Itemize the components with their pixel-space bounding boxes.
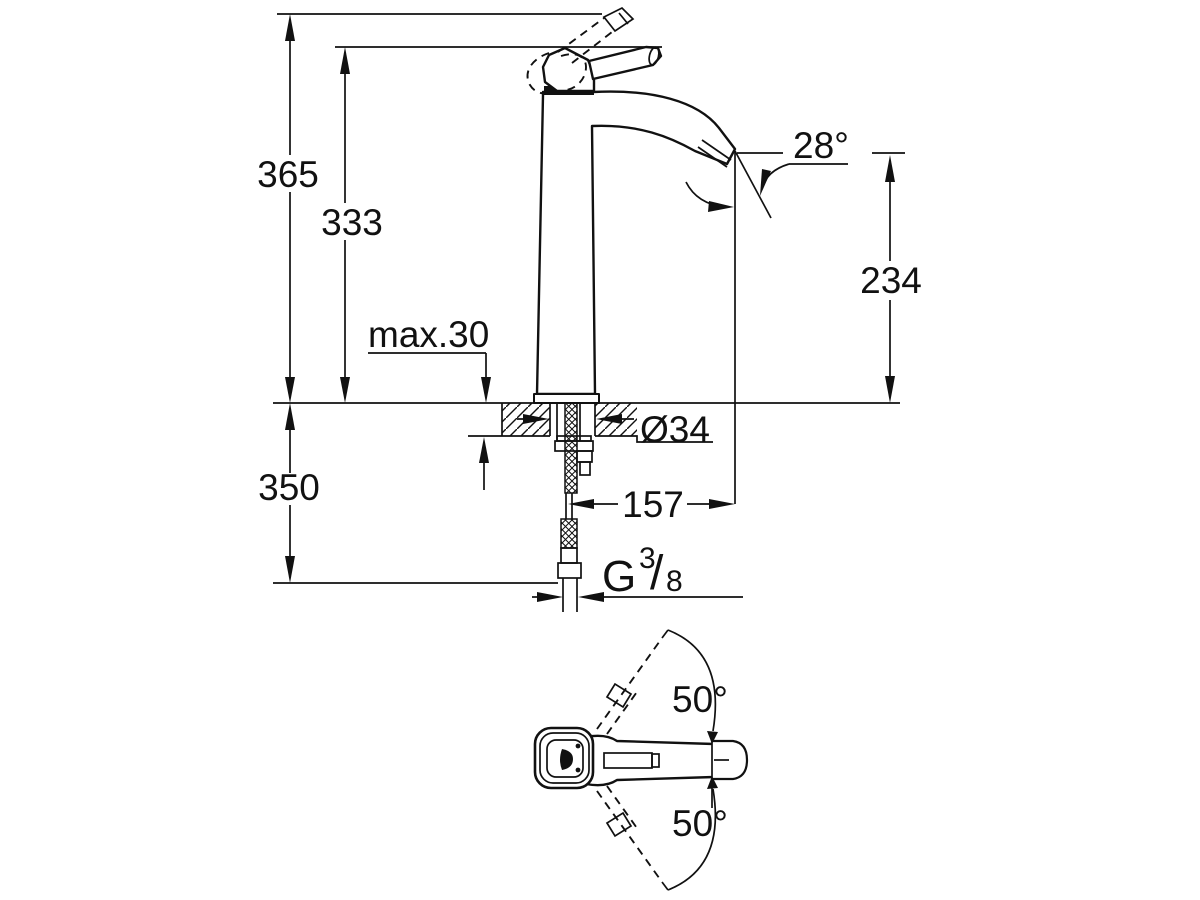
dim-o34-arrow-left: [596, 414, 622, 424]
lower-dashed-edge: [606, 785, 640, 832]
flow-arc-arrow: [708, 201, 734, 212]
dim-below-counter: 350: [258, 403, 320, 583]
angle-diagonal-line: [734, 150, 772, 219]
dim-lever-height: 333: [321, 47, 383, 403]
dim-o34-arrow-right: [523, 414, 549, 424]
cartridge-hidden-outline: [560, 53, 587, 91]
mounting-assembly: [549, 402, 596, 612]
dim-o34-label: Ø34: [640, 409, 710, 450]
lower-axis-end: [661, 881, 669, 891]
lever-tip-cap: [648, 46, 660, 66]
dim-outlet-angle: 28°: [685, 125, 849, 504]
handle-end-cap: [712, 739, 749, 781]
lower-lever-tip: [605, 811, 633, 838]
swing-lower: 50°: [596, 776, 728, 891]
dim-365-arrow-down: [285, 377, 295, 403]
dim-234-arrow-up: [885, 155, 895, 182]
lower-dashed-axis: [596, 790, 663, 883]
dim-333-arrow-up: [340, 47, 350, 74]
body-spout-outline: [535, 90, 737, 396]
dim-max30-label: max.30: [368, 314, 489, 355]
knob-logo-mark: [560, 749, 573, 770]
thread-denominator-label: 8: [666, 565, 683, 598]
swing-upper: 50°: [596, 629, 728, 744]
base-plate: [533, 393, 600, 404]
dim-total-height: 365: [257, 14, 319, 403]
handle-raised-dashed-outline: [526, 52, 552, 95]
thread-slash-glyph: /: [650, 547, 664, 600]
lower-swing-arc: [667, 788, 717, 891]
knob-inner: [546, 739, 584, 778]
dim-157-arrow-left: [568, 499, 594, 509]
side-fitting-lower: [579, 461, 591, 476]
dim-28-label: 28°: [793, 125, 849, 166]
thread-g-label: G: [602, 552, 636, 601]
dim-thread: G 3 / 8: [532, 542, 743, 602]
flow-arc: [685, 181, 726, 208]
dim-max-thickness: max.30: [368, 314, 491, 490]
angle-arc-arrow: [760, 169, 771, 196]
dim-333-label: 333: [321, 202, 383, 243]
shank-walls: [549, 403, 596, 441]
upper-dashed-edge: [606, 688, 640, 735]
dim-333-arrow-down: [340, 377, 350, 403]
threaded-stud: [564, 402, 578, 494]
upper-swing-arrow: [707, 731, 718, 744]
braided-hose: [560, 518, 578, 549]
side-fitting-upper: [576, 450, 593, 463]
lever-raised-dashed: [557, 17, 613, 64]
dim-365-arrow-up: [285, 14, 295, 41]
dim-234-label: 234: [860, 260, 922, 301]
hose-end-tube: [562, 578, 578, 612]
dim-outlet-height: 234: [860, 155, 922, 403]
lever-raised-tip: [602, 6, 635, 33]
dim-50-upper-label: 50°: [672, 679, 728, 720]
aerator-lines: [697, 139, 732, 168]
dim-max30-arrow-up: [479, 437, 489, 463]
dim-50-lower-label: 50°: [672, 803, 728, 844]
handle-arm: [584, 734, 716, 787]
upper-dashed-axis: [596, 637, 663, 730]
dim-350-arrow-up: [285, 403, 295, 430]
dim-g38-arrow-right: [537, 592, 563, 602]
upper-swing-arc: [667, 629, 717, 732]
dim-max30-arrow-down: [481, 377, 491, 403]
knob-middle: [539, 732, 590, 784]
dim-157-arrow-right: [709, 499, 735, 509]
hose-upper-tube: [565, 493, 573, 519]
dim-g38-arrow-left: [578, 592, 604, 602]
knob-dot-top: [575, 743, 581, 749]
lower-swing-arrow: [707, 776, 718, 789]
upper-lever-tip: [605, 682, 633, 709]
top-view: 50° 50°: [533, 629, 749, 891]
handle-slot-end: [651, 753, 660, 768]
side-view: 365 333 max.30 350 23: [257, 6, 922, 612]
upper-axis-end: [661, 629, 669, 639]
dim-157-label: 157: [622, 484, 684, 525]
dim-hole-diameter: Ø34: [517, 409, 710, 450]
lever-solid: [587, 45, 663, 81]
dim-365-label: 365: [257, 154, 319, 195]
hose-nut-lower: [557, 562, 582, 579]
knob-dot-bottom: [575, 767, 581, 773]
dim-234-arrow-down: [885, 376, 895, 403]
faucet-body: [526, 6, 737, 404]
dim-outlet-projection: 157: [568, 484, 735, 525]
dim-max30-leader: [368, 352, 487, 377]
dim-350-label: 350: [258, 467, 320, 508]
thread-numerator-label: 3: [639, 542, 656, 575]
dim-350-arrow-down: [285, 556, 295, 583]
hose-nut-upper: [560, 547, 578, 564]
